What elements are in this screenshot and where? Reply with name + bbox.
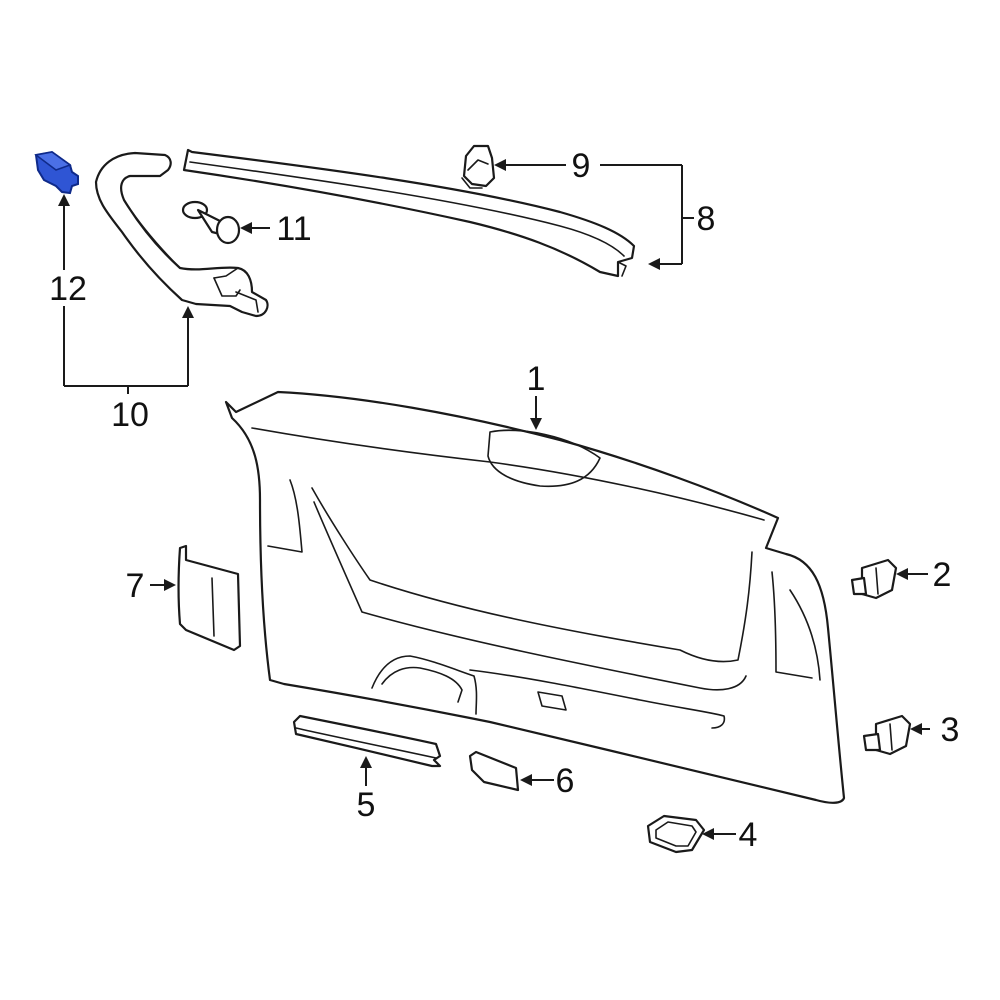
callout-2: 2	[933, 556, 952, 594]
part-12-face	[34, 151, 72, 171]
callout-9: 9	[572, 147, 591, 185]
part-1-liftgate-trim-panel[interactable]	[224, 390, 846, 804]
part-2-clip[interactable]	[850, 558, 898, 600]
part-11-push-pin[interactable]	[181, 200, 241, 245]
callout-12: 12	[49, 270, 87, 308]
part-12-clip-highlighted[interactable]	[34, 150, 79, 195]
part-8-header-trim[interactable]	[182, 148, 636, 278]
part-5-sill-strip[interactable]	[292, 714, 442, 768]
callout-8: 8	[697, 200, 716, 238]
callout-10: 10	[111, 396, 149, 434]
part-7-side-cover[interactable]	[177, 544, 242, 652]
part-6-cover[interactable]	[468, 750, 520, 792]
leaders	[58, 159, 930, 840]
callout-3: 3	[941, 711, 960, 749]
callout-6: 6	[556, 762, 575, 800]
part-3-clip[interactable]	[862, 714, 912, 756]
callout-5: 5	[357, 786, 376, 824]
part-4-pad[interactable]	[646, 814, 706, 854]
callout-4: 4	[739, 816, 758, 854]
callout-1: 1	[527, 360, 546, 398]
part-10-trim[interactable]	[94, 151, 269, 318]
callout-11: 11	[276, 210, 311, 248]
callout-7: 7	[126, 567, 145, 605]
part-9-clip[interactable]	[461, 144, 496, 189]
